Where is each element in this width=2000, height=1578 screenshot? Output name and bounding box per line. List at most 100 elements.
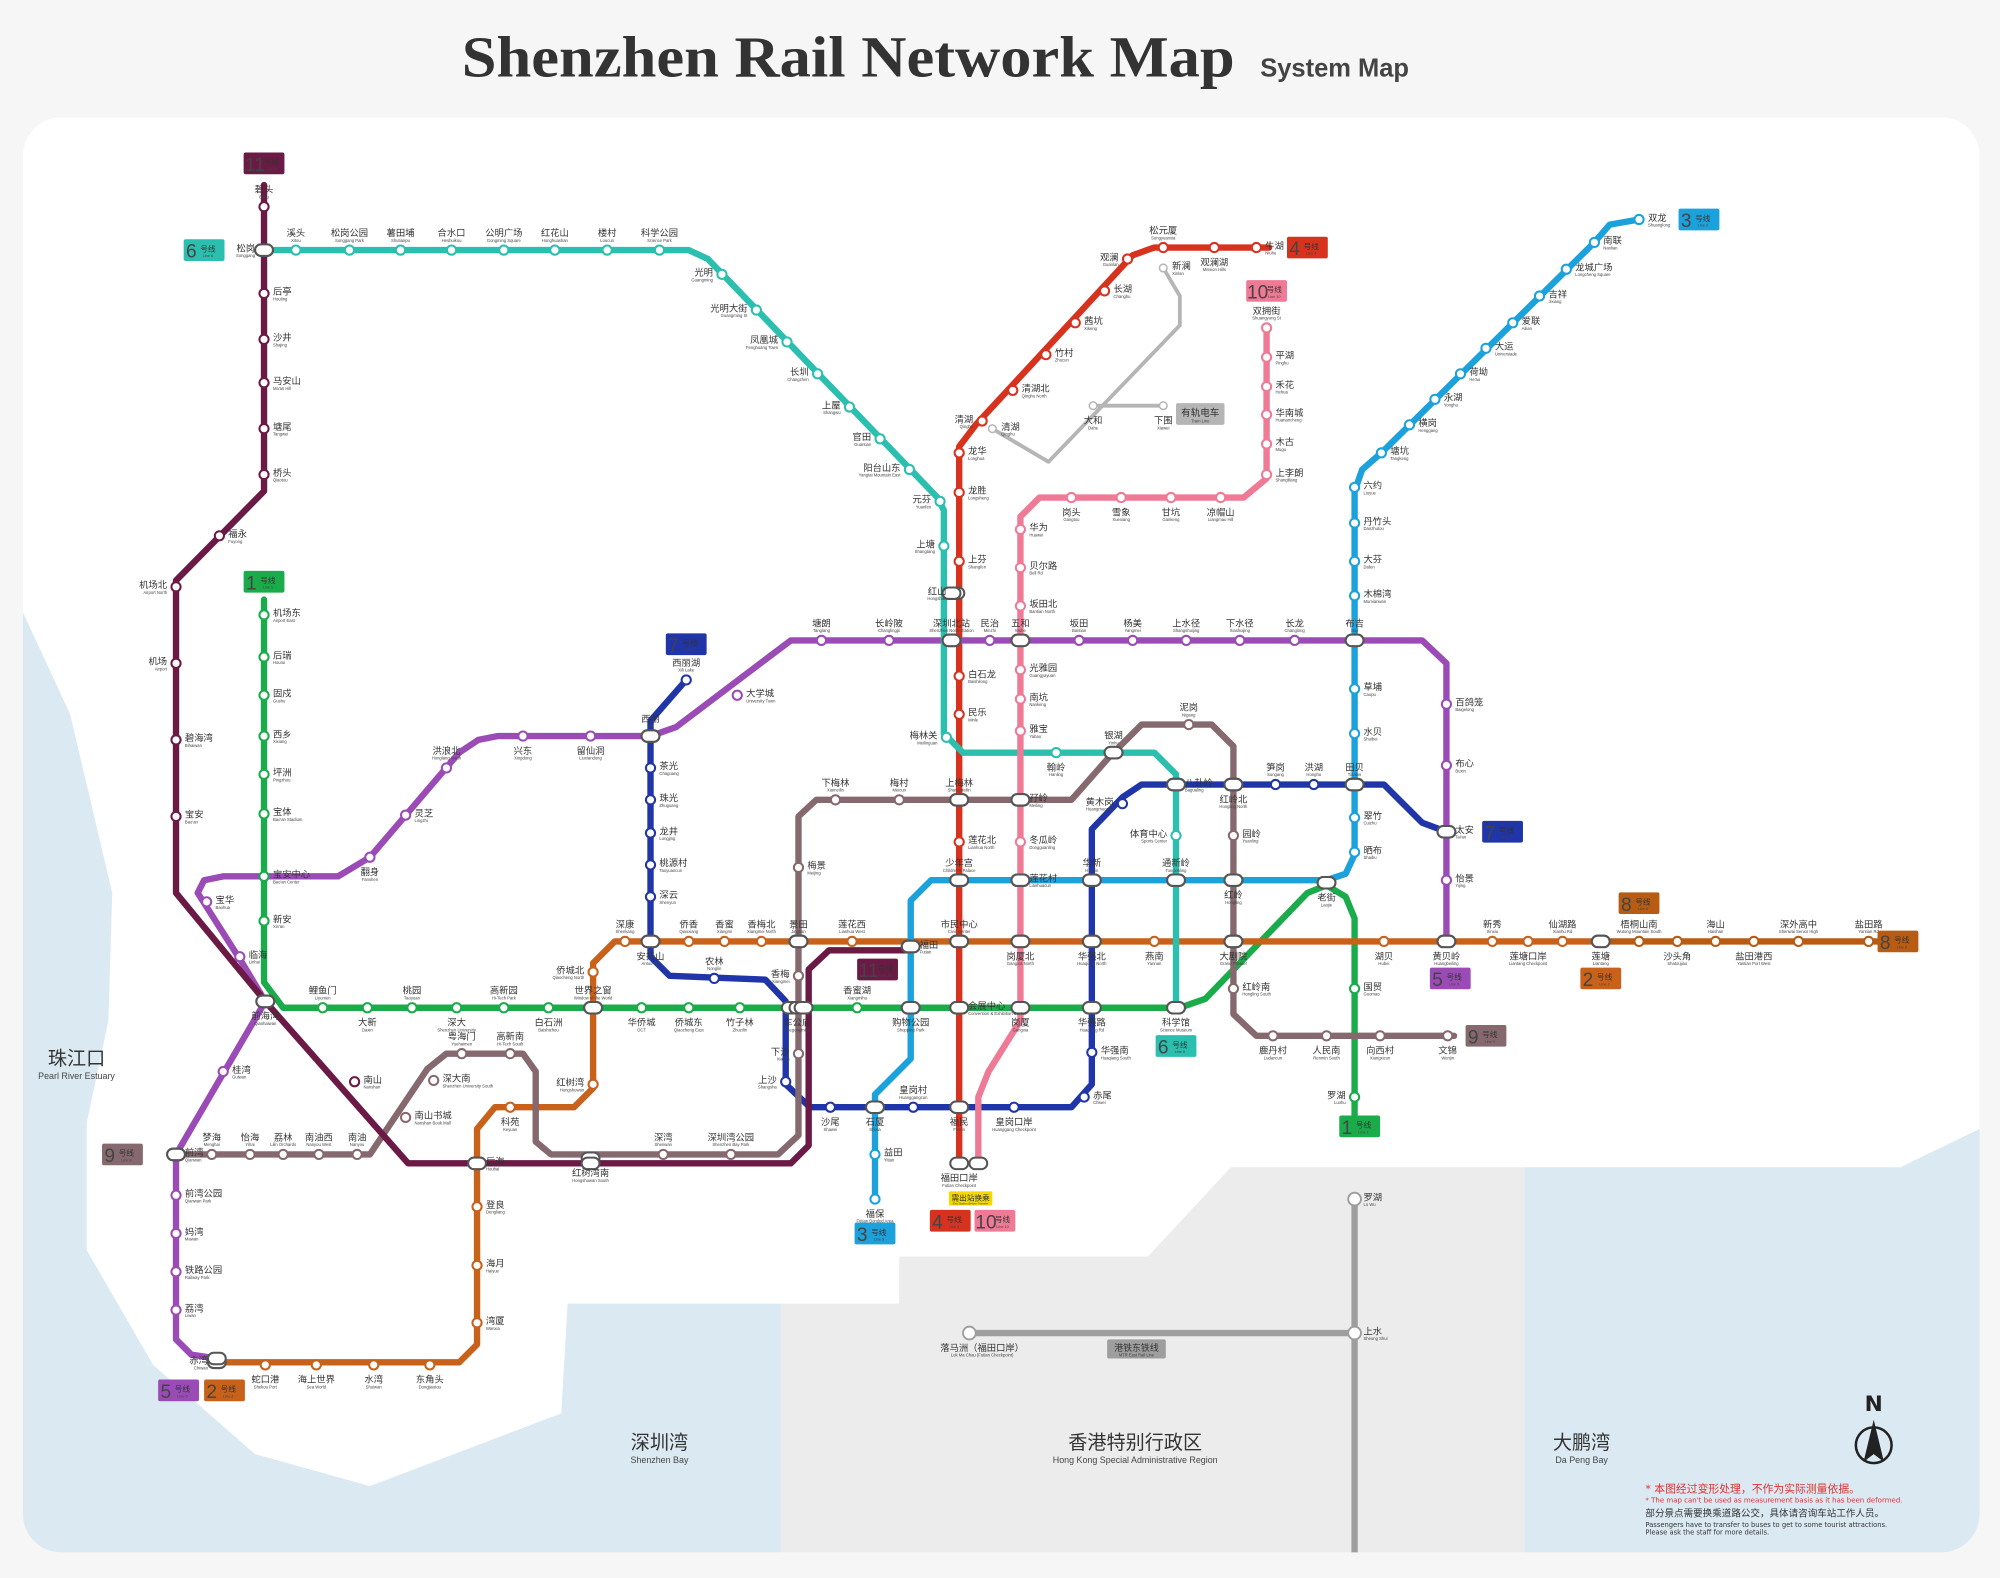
- station-liangmao-hill[interactable]: [1215, 491, 1227, 504]
- station-guanlan[interactable]: [1121, 253, 1134, 265]
- station-xuexiang[interactable]: [1115, 491, 1127, 504]
- station-xiangmihu[interactable]: [851, 1002, 863, 1014]
- interchange-station-grand-theater[interactable]: [1223, 934, 1244, 949]
- station-linhai[interactable]: [234, 951, 246, 963]
- station-shangsha[interactable]: [780, 1076, 792, 1088]
- station-nigang[interactable]: [1183, 718, 1195, 731]
- station-huawei[interactable]: [1014, 523, 1027, 536]
- station-cuizhu[interactable]: [1348, 812, 1361, 824]
- station-mawan[interactable]: [170, 1227, 182, 1240]
- station-qinghu[interactable]: [976, 415, 988, 427]
- station-liuyue[interactable]: [1348, 481, 1361, 493]
- station-railway-park[interactable]: [170, 1266, 182, 1278]
- station-futian-bonded-area[interactable]: [869, 1193, 881, 1205]
- station-wutong-mountain-south[interactable]: [1633, 935, 1645, 948]
- station-changlingpi[interactable]: [883, 634, 895, 647]
- station-shenyun[interactable]: [644, 891, 657, 903]
- interchange-station-qianhaiwan[interactable]: [255, 994, 276, 1009]
- station-honghu[interactable]: [1308, 778, 1320, 791]
- tram-station[interactable]: [987, 424, 997, 434]
- station-airport-north[interactable]: [170, 581, 182, 593]
- station-baohua[interactable]: [201, 896, 213, 908]
- station-fanshen[interactable]: [364, 851, 376, 863]
- interchange-station-wuhe[interactable]: [1010, 633, 1031, 648]
- mtr-station[interactable]: [962, 1325, 977, 1341]
- interchange-station-futian-checkpoint[interactable]: [968, 1156, 989, 1171]
- station-liantang-checkpoint[interactable]: [1522, 935, 1534, 948]
- station-hi-tech-south[interactable]: [504, 1048, 516, 1060]
- station-yuanling[interactable]: [1227, 829, 1240, 842]
- station-yannan[interactable]: [1148, 935, 1160, 948]
- station-nanyou[interactable]: [351, 1148, 363, 1161]
- station-yijing[interactable]: [1440, 874, 1453, 886]
- station-nanshan-book-mall[interactable]: [399, 1111, 412, 1124]
- station-xiashuijing[interactable]: [1234, 634, 1246, 647]
- station-bao-an[interactable]: [170, 810, 182, 823]
- station-qiaotou[interactable]: [258, 468, 270, 481]
- station-shenkang[interactable]: [619, 935, 631, 948]
- station-baigelong[interactable]: [1440, 698, 1453, 710]
- station-shuanglong[interactable]: [1633, 213, 1645, 226]
- station-chaguang[interactable]: [644, 762, 657, 774]
- station-dongjiaotou[interactable]: [424, 1359, 436, 1371]
- station-ailian[interactable]: [1507, 317, 1519, 329]
- station-bantian-north[interactable]: [1014, 600, 1027, 612]
- station-mugu[interactable]: [1260, 438, 1273, 450]
- station-shuangyong-st[interactable]: [1260, 322, 1273, 334]
- station-yihai[interactable]: [244, 1148, 256, 1161]
- station-wenjin[interactable]: [1442, 1030, 1454, 1042]
- station-oct[interactable]: [635, 1002, 648, 1014]
- station-zhuguang[interactable]: [644, 794, 657, 806]
- station-xiameilin[interactable]: [829, 794, 842, 806]
- station-luohu[interactable]: [1348, 1091, 1361, 1103]
- station-meicun[interactable]: [893, 794, 905, 806]
- station-shenwan[interactable]: [657, 1148, 669, 1161]
- interchange-station-hongling[interactable]: [1223, 873, 1244, 887]
- station-guantian[interactable]: [874, 433, 886, 445]
- station-lianhua-west[interactable]: [846, 935, 858, 948]
- station-huangmugang[interactable]: [1116, 798, 1129, 810]
- interchange-station-futian[interactable]: [900, 939, 921, 954]
- station-bitou[interactable]: [258, 201, 270, 213]
- station-haiyue[interactable]: [471, 1259, 483, 1272]
- station-niuhu[interactable]: [1250, 241, 1262, 254]
- station-guiwan[interactable]: [217, 1065, 229, 1078]
- station-qiaocheng-east[interactable]: [683, 1002, 695, 1014]
- station-qiaocheng-north[interactable]: [587, 966, 599, 978]
- station-shuiwan[interactable]: [368, 1359, 380, 1371]
- station-tanglang[interactable]: [815, 634, 828, 647]
- station-xixiang[interactable]: [258, 730, 270, 742]
- station-lingzhi[interactable]: [399, 809, 412, 821]
- station-xinxiu[interactable]: [1486, 935, 1498, 948]
- station-hubei[interactable]: [1378, 935, 1390, 948]
- interchange-station-qianwan[interactable]: [166, 1147, 186, 1162]
- station-hanling[interactable]: [1050, 747, 1062, 759]
- station-bao-an-stadium[interactable]: [258, 808, 270, 820]
- station-shenwai-senior-high[interactable]: [1792, 935, 1805, 948]
- station-menghai[interactable]: [206, 1148, 218, 1161]
- station-bell-rd[interactable]: [1014, 562, 1027, 574]
- station-liyumen[interactable]: [317, 1002, 329, 1014]
- station-yitian[interactable]: [869, 1148, 881, 1161]
- station-xiangxicun[interactable]: [1374, 1030, 1386, 1042]
- station-xianhu-rd[interactable]: [1556, 935, 1569, 948]
- station-xiangmei[interactable]: [792, 970, 805, 982]
- station-shaibu[interactable]: [1348, 846, 1361, 858]
- station-guomao[interactable]: [1348, 983, 1361, 995]
- interchange-station-science-museum[interactable]: [1166, 1000, 1186, 1015]
- station-chiwei[interactable]: [1078, 1091, 1090, 1103]
- interchange-station-children-s-palace[interactable]: [949, 873, 970, 887]
- station-gushu[interactable]: [258, 689, 270, 701]
- interchange-station-antuo-hill[interactable]: [640, 934, 661, 949]
